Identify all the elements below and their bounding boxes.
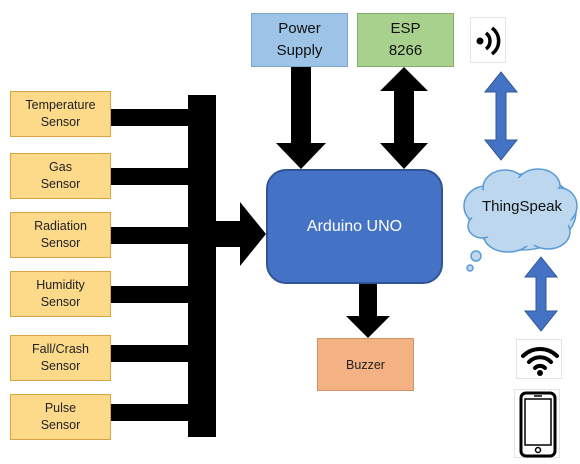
sensor-connector [111, 286, 188, 303]
sensor-fall-crash: Fall/Crash Sensor [10, 335, 111, 381]
esp8266-block: ESP 8266 [357, 13, 454, 67]
arduino-uno-block: Arduino UNO [266, 169, 443, 284]
buzzer-label: Buzzer [346, 357, 385, 372]
sensor-radiation: Radiation Sensor [10, 212, 111, 258]
power-supply-block: Power Supply [251, 13, 348, 67]
sensor-temperature: Temperature Sensor [10, 91, 111, 137]
esp8266-label: ESP 8266 [388, 20, 423, 59]
arduino-to-buzzer-arrow [346, 284, 390, 338]
sensor-pulse: Pulse Sensor [10, 394, 111, 440]
sensor-label: Gas Sensor [40, 160, 81, 191]
wireless-signal-icon [470, 17, 506, 63]
sensor-connector [111, 345, 188, 362]
sensor-label: Humidity Sensor [36, 278, 85, 309]
signal-cloud-double-arrow [483, 71, 519, 161]
cloud-wifi-double-arrow [523, 256, 559, 332]
sensor-connector [111, 227, 188, 244]
power-to-arduino-arrow [276, 67, 326, 169]
sensor-label: Temperature Sensor [25, 98, 96, 129]
sensor-label: Pulse Sensor [40, 401, 81, 432]
buzzer-block: Buzzer [317, 338, 414, 391]
sensor-gas: Gas Sensor [10, 153, 111, 199]
sensor-label: Fall/Crash Sensor [32, 342, 89, 373]
bus-to-arduino-arrow [216, 202, 266, 266]
sensor-label: Radiation Sensor [34, 219, 87, 250]
cloud-fill-overlay [470, 178, 572, 246]
esp-arduino-double-arrow [380, 67, 428, 169]
sensor-humidity: Humidity Sensor [10, 271, 111, 317]
sensor-connector [111, 109, 188, 126]
smartphone-icon [514, 389, 560, 458]
sensor-bus [188, 95, 216, 437]
power-supply-label: Power Supply [276, 20, 323, 59]
arduino-uno-label: Arduino UNO [306, 217, 403, 235]
sensor-connector [111, 168, 188, 185]
thingspeak-label: ThingSpeak [481, 198, 563, 215]
wifi-icon [516, 339, 562, 379]
sensor-connector [111, 404, 188, 421]
